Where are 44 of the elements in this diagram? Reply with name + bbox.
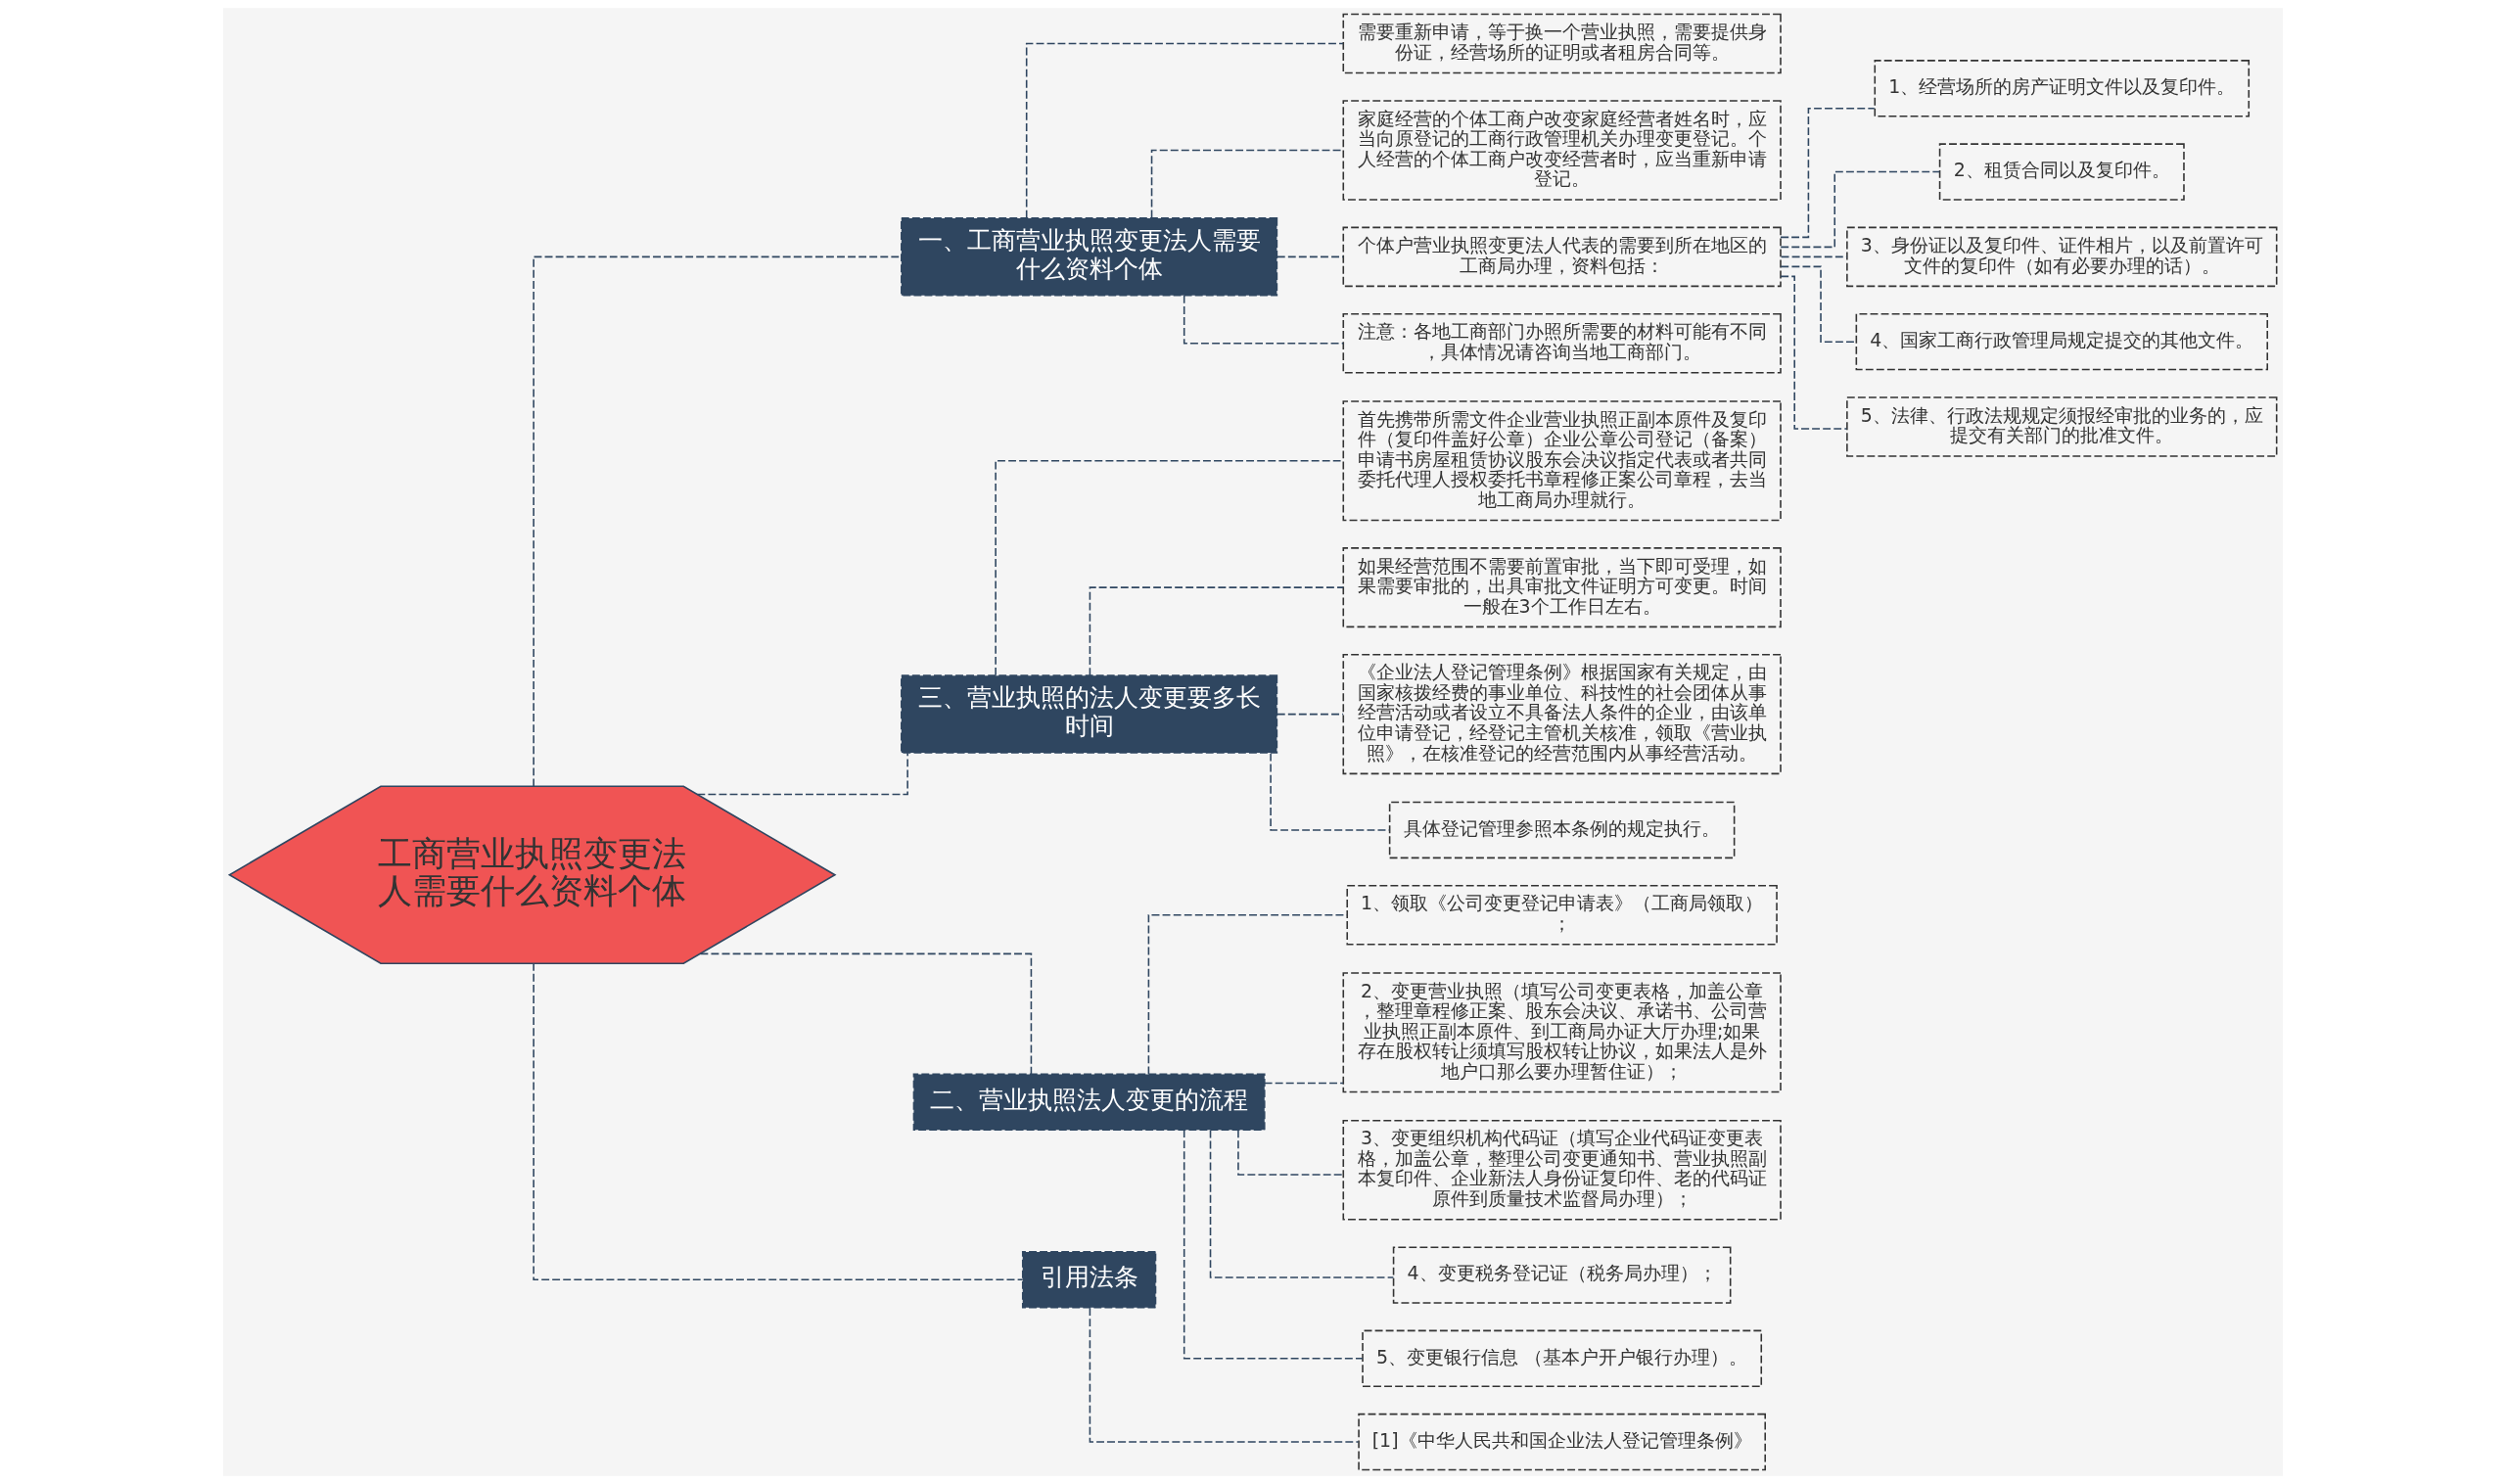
connector xyxy=(1780,108,1876,239)
connector xyxy=(1270,752,1391,831)
node-box: [1]《中华人民共和国企业法人登记管理条例》 xyxy=(1358,1413,1766,1471)
node-box: 三、营业执照的法人变更要多长时间 xyxy=(901,674,1278,754)
connector xyxy=(1025,42,1344,219)
node-box: 首先携带所需文件企业营业执照正副本原件及复印件（复印件盖好公章）企业公章公司登记（备案）申请书房屋租赁协议股东会决议指定代表或者共同委托代理人授权委托书章程修正案公司章程，去当地工商局办理就行。 xyxy=(1342,400,1782,522)
node-box: 4、变更税务登记证（税务局办理）； xyxy=(1392,1246,1732,1304)
connector xyxy=(1780,275,1848,430)
node-box: 具体登记管理参照本条例的规定执行。 xyxy=(1388,801,1736,859)
node-box: 引用法条 xyxy=(1021,1251,1157,1309)
node-box: 5、法律、行政法规规定须报经审批的业务的，应提交有关部门的批准文件。 xyxy=(1846,396,2278,457)
connector xyxy=(1183,295,1345,345)
node-box: 3、身份证以及复印件、证件相片，以及前置许可文件的复印件（如有必要办理的话）。 xyxy=(1846,226,2278,288)
connector xyxy=(1237,1129,1344,1176)
connector xyxy=(1150,149,1344,219)
node-box: 一、工商营业执照变更法人需要什么资料个体 xyxy=(901,217,1278,297)
node-box: 家庭经营的个体工商户改变家庭经营者姓名时，应当向原登记的工商行政管理机关办理变更登记。个人经营的个体工商户改变经营者时，应当重新申请登记。 xyxy=(1342,100,1782,201)
connector xyxy=(1264,1082,1344,1085)
connector xyxy=(1780,255,1848,258)
connector xyxy=(1183,1129,1364,1360)
connector xyxy=(1089,586,1344,676)
node-box: 如果经营范围不需要前置审批，当下即可受理，如果需要审批的，出具审批文件证明方可变更。时间一般在3个工作日左右。 xyxy=(1342,547,1782,628)
node-box: 注意：各地工商部门办照所需要的材料可能有不同，具体情况请咨询当地工商部门。 xyxy=(1342,312,1782,374)
node-box: 2、变更营业执照（填写公司变更表格，加盖公章，整理章程修正案、股东会决议、承诺书、公司营业执照正副本原件、到工商局办证大厅办理;如果存在股权转让须填写股权转让协议，如果法人是外地户口那么要办理暂住证）； xyxy=(1342,972,1782,1093)
connector xyxy=(1780,265,1857,343)
node-box: 二、营业执照法人变更的流程 xyxy=(912,1073,1266,1131)
connector xyxy=(1276,255,1344,258)
node-box: 1、经营场所的房产证明文件以及复印件。 xyxy=(1874,60,2251,117)
node-box: 个体户营业执照变更法人代表的需要到所在地区的工商局办理，资料包括： xyxy=(1342,226,1782,288)
connector xyxy=(1089,1307,1360,1443)
node-box: 5、变更银行信息 （基本户开户银行办理）。 xyxy=(1362,1329,1763,1387)
node-box: 1、领取《公司变更登记申请表》（工商局领取）； xyxy=(1346,885,1778,946)
connector xyxy=(533,962,1024,1281)
node-box: 3、变更组织机构代码证（填写企业代码证变更表格，加盖公章，整理公司变更通知书、营业执照副本复印件、企业新法人身份证复印件、老的代码证原件到质量技术监督局办理）； xyxy=(1342,1119,1782,1221)
connector xyxy=(699,952,1033,1076)
node-box: 4、国家工商行政管理局规定提交的其他文件。 xyxy=(1855,312,2268,371)
node-box: 2、租赁合同以及复印件。 xyxy=(1938,143,2185,201)
connector xyxy=(995,459,1344,676)
connector xyxy=(1276,713,1344,716)
connector xyxy=(696,752,908,796)
node-box: 《企业法人登记管理条例》根据国家有关规定，由国家核拨经费的事业单位、科技性的社会团体从事经营活动或者设立不具备法人条件的企业，由该单位申请登记，经登记主管机关核准，领取《营业执照》，在核准登记的经营范围内从事经营活动。 xyxy=(1342,654,1782,775)
node-box: 需要重新申请，等于换一个营业执照，需要提供身份证，经营场所的证明或者租房合同等。 xyxy=(1342,13,1782,74)
connector xyxy=(1780,170,1941,249)
connector xyxy=(1209,1129,1395,1278)
